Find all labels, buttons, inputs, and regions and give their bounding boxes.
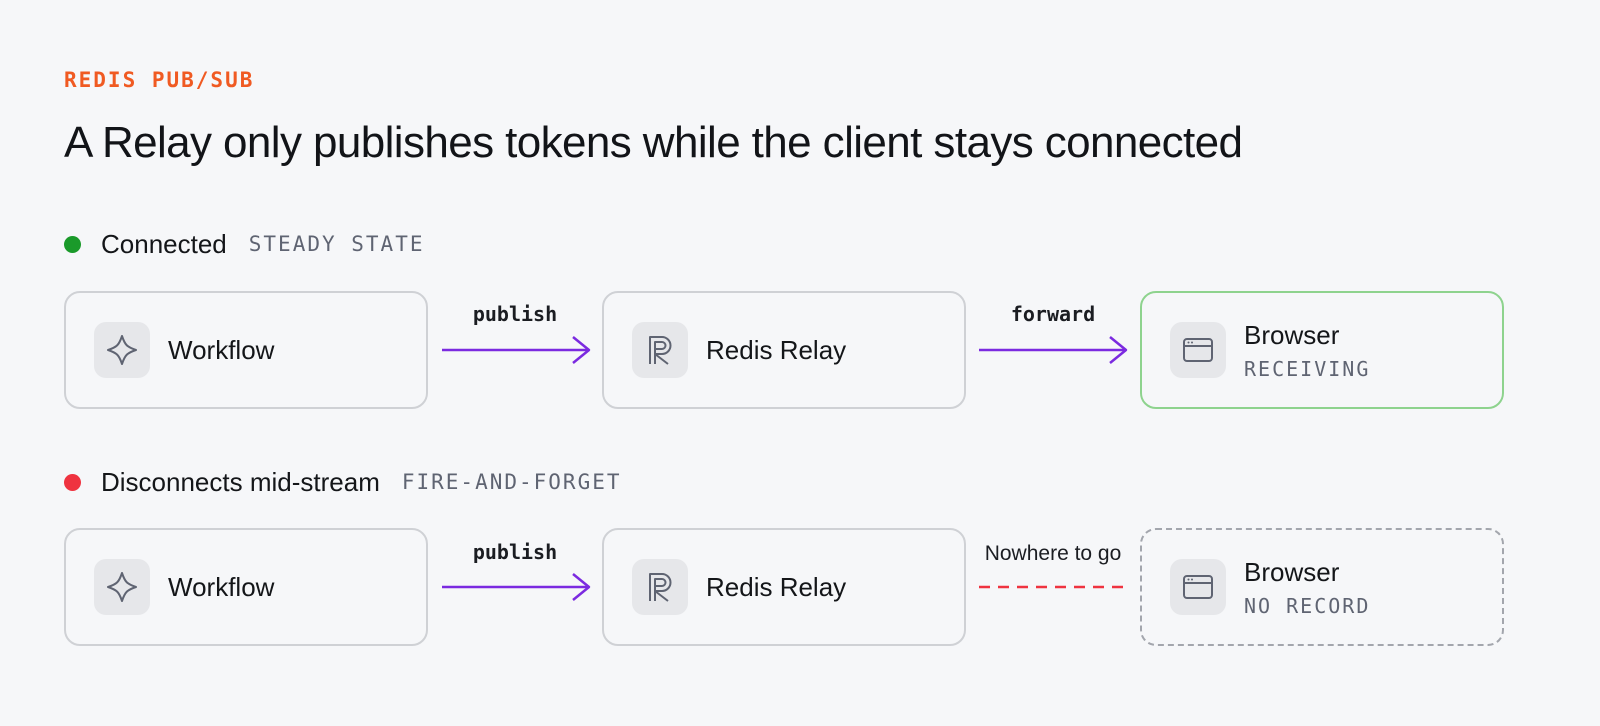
node-status: NO RECORD — [1244, 593, 1371, 618]
browser-window-icon — [1170, 559, 1226, 615]
section-header-disconnects: Disconnects mid-stream FIRE-AND-FORGET — [64, 467, 622, 497]
workflow-node: Workflow — [64, 291, 428, 409]
disconnected-status-dot — [64, 473, 81, 491]
browser-node-receiving: Browser RECEIVING — [1140, 291, 1504, 409]
dashed-broken-link — [979, 585, 1127, 589]
page-title: A Relay only publishes tokens while the … — [64, 118, 1243, 167]
workflow-node: Workflow — [64, 528, 428, 646]
section-label: Disconnects mid-stream — [101, 466, 380, 497]
edge-label-publish: publish — [472, 302, 558, 326]
redis-icon — [632, 322, 688, 378]
browser-node-no-record: Browser NO RECORD — [1140, 528, 1504, 646]
edge-label-publish: publish — [472, 540, 558, 564]
node-label: Workflow — [168, 571, 275, 602]
node-label: Redis Relay — [706, 571, 847, 602]
node-label: Redis Relay — [706, 334, 847, 365]
arrow-publish — [442, 336, 591, 364]
workflow-icon — [94, 322, 150, 378]
edge-label-forward: forward — [1010, 302, 1096, 326]
section-tag: STEADY STATE — [248, 232, 425, 256]
connected-status-dot — [64, 235, 81, 253]
browser-window-icon — [1170, 322, 1226, 378]
node-label: Browser — [1244, 556, 1340, 587]
workflow-icon — [94, 559, 150, 615]
redis-relay-node: Redis Relay — [602, 528, 966, 646]
redis-relay-node: Redis Relay — [602, 291, 966, 409]
node-status: RECEIVING — [1244, 356, 1371, 381]
eyebrow-label: REDIS PUB/SUB — [64, 68, 255, 92]
arrow-forward — [979, 336, 1128, 364]
arrow-publish — [442, 573, 591, 601]
edge-label-nowhere: Nowhere to go — [984, 542, 1122, 565]
section-header-connected: Connected STEADY STATE — [64, 229, 424, 259]
node-label: Workflow — [168, 334, 275, 365]
section-tag: FIRE-AND-FORGET — [401, 470, 622, 494]
node-label: Browser — [1244, 319, 1340, 350]
redis-icon — [632, 559, 688, 615]
section-label: Connected — [101, 228, 227, 259]
